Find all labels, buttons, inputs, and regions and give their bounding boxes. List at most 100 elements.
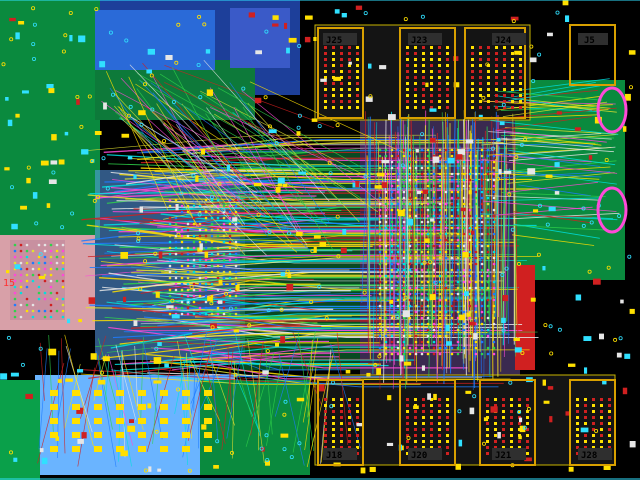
bga-ball: [444, 232, 448, 236]
bga-ball: [402, 286, 406, 290]
trace-segment: [114, 93, 185, 168]
via: [68, 10, 73, 15]
smd-pad: [496, 137, 501, 142]
trace-segment: [501, 192, 606, 197]
smd-pad: [513, 337, 520, 341]
bga-ball: [468, 298, 472, 302]
bga-ball: [61, 255, 65, 259]
connector-pad: [519, 58, 522, 61]
bga-ball: [480, 214, 484, 218]
bga-ball: [55, 267, 59, 271]
bga-ball: [198, 222, 202, 226]
bga-ball: [168, 294, 172, 298]
via: [485, 62, 490, 67]
bga-ball: [378, 268, 382, 272]
trace-segment: [200, 206, 480, 228]
smd-pad: [22, 90, 29, 94]
bga-ball: [450, 232, 454, 236]
connector-pad: [446, 428, 449, 431]
bga-ball: [438, 298, 442, 302]
bga-ball: [408, 304, 412, 308]
bga-ball: [492, 238, 496, 242]
bga-ball: [180, 228, 184, 232]
bga-ball: [43, 297, 47, 301]
connector-pad: [495, 88, 498, 91]
bga-ball: [438, 244, 442, 248]
bga-ball: [444, 280, 448, 284]
bga-ball: [222, 264, 226, 268]
bga-ball: [468, 172, 472, 176]
connector-pad: [511, 52, 514, 55]
connector-pad: [608, 440, 611, 443]
via: [233, 372, 238, 377]
bga-ball: [438, 154, 442, 158]
plane-bottom-right-frame: [314, 374, 616, 466]
trace-segment: [164, 81, 334, 164]
trace-segment: [490, 120, 619, 135]
via: [613, 337, 618, 342]
bga-ball: [31, 273, 35, 277]
bga-ball: [396, 160, 400, 164]
via: [150, 107, 155, 112]
bga-ball: [396, 274, 400, 278]
smd-pad: [255, 50, 262, 55]
connector-pad: [446, 410, 449, 413]
bga-ball: [414, 328, 418, 332]
connector-pad: [518, 410, 521, 413]
trace-segment: [496, 90, 603, 101]
bga-ball: [180, 240, 184, 244]
bga-ball: [390, 340, 394, 344]
bga-ball: [456, 328, 460, 332]
trace-segment: [494, 146, 500, 318]
connector-pad: [356, 76, 359, 79]
bga-ball: [390, 220, 394, 224]
connector-pad: [502, 398, 505, 401]
bga-ball: [13, 309, 17, 313]
via: [420, 132, 425, 137]
connector-pad: [519, 46, 522, 49]
bga-ball: [456, 262, 460, 266]
bga-ball: [43, 291, 47, 295]
bga-ball: [378, 250, 382, 254]
connector-pad: [414, 428, 417, 431]
smd-pad: [498, 169, 502, 175]
bga-ball: [444, 220, 448, 224]
connector-pad: [430, 440, 433, 443]
smd-pad: [568, 363, 576, 367]
via: [111, 92, 116, 97]
bga-ball: [13, 297, 17, 301]
bga-ball: [216, 258, 220, 262]
bga-ball: [186, 282, 190, 286]
smd-pad: [519, 417, 523, 423]
connector-pad: [406, 106, 409, 109]
connector-pad: [510, 434, 513, 437]
via: [1, 62, 6, 67]
bga-ball: [486, 166, 490, 170]
connector-pad: [471, 94, 474, 97]
smd-pad: [376, 368, 381, 375]
connector-pad: [519, 64, 522, 67]
smd-pad: [262, 370, 269, 375]
bga-ball: [438, 184, 442, 188]
connector-pad: [430, 404, 433, 407]
trace-segment: [440, 158, 443, 367]
bga-ball: [456, 274, 460, 278]
bga-ball: [378, 322, 382, 326]
bga-ball: [468, 154, 472, 158]
connector-pad: [414, 70, 417, 73]
bga-ball: [396, 190, 400, 194]
bga-ball: [420, 214, 424, 218]
via: [38, 346, 43, 351]
bga-ball: [402, 334, 406, 338]
smd-pad: [355, 180, 360, 188]
trace-segment: [508, 85, 600, 102]
bga-ball: [492, 190, 496, 194]
bga-ball: [462, 226, 466, 230]
connector-pad: [608, 434, 611, 437]
connector-pad: [511, 46, 514, 49]
connector-pad: [356, 440, 359, 443]
bga-ball: [408, 184, 412, 188]
via: [101, 156, 106, 161]
